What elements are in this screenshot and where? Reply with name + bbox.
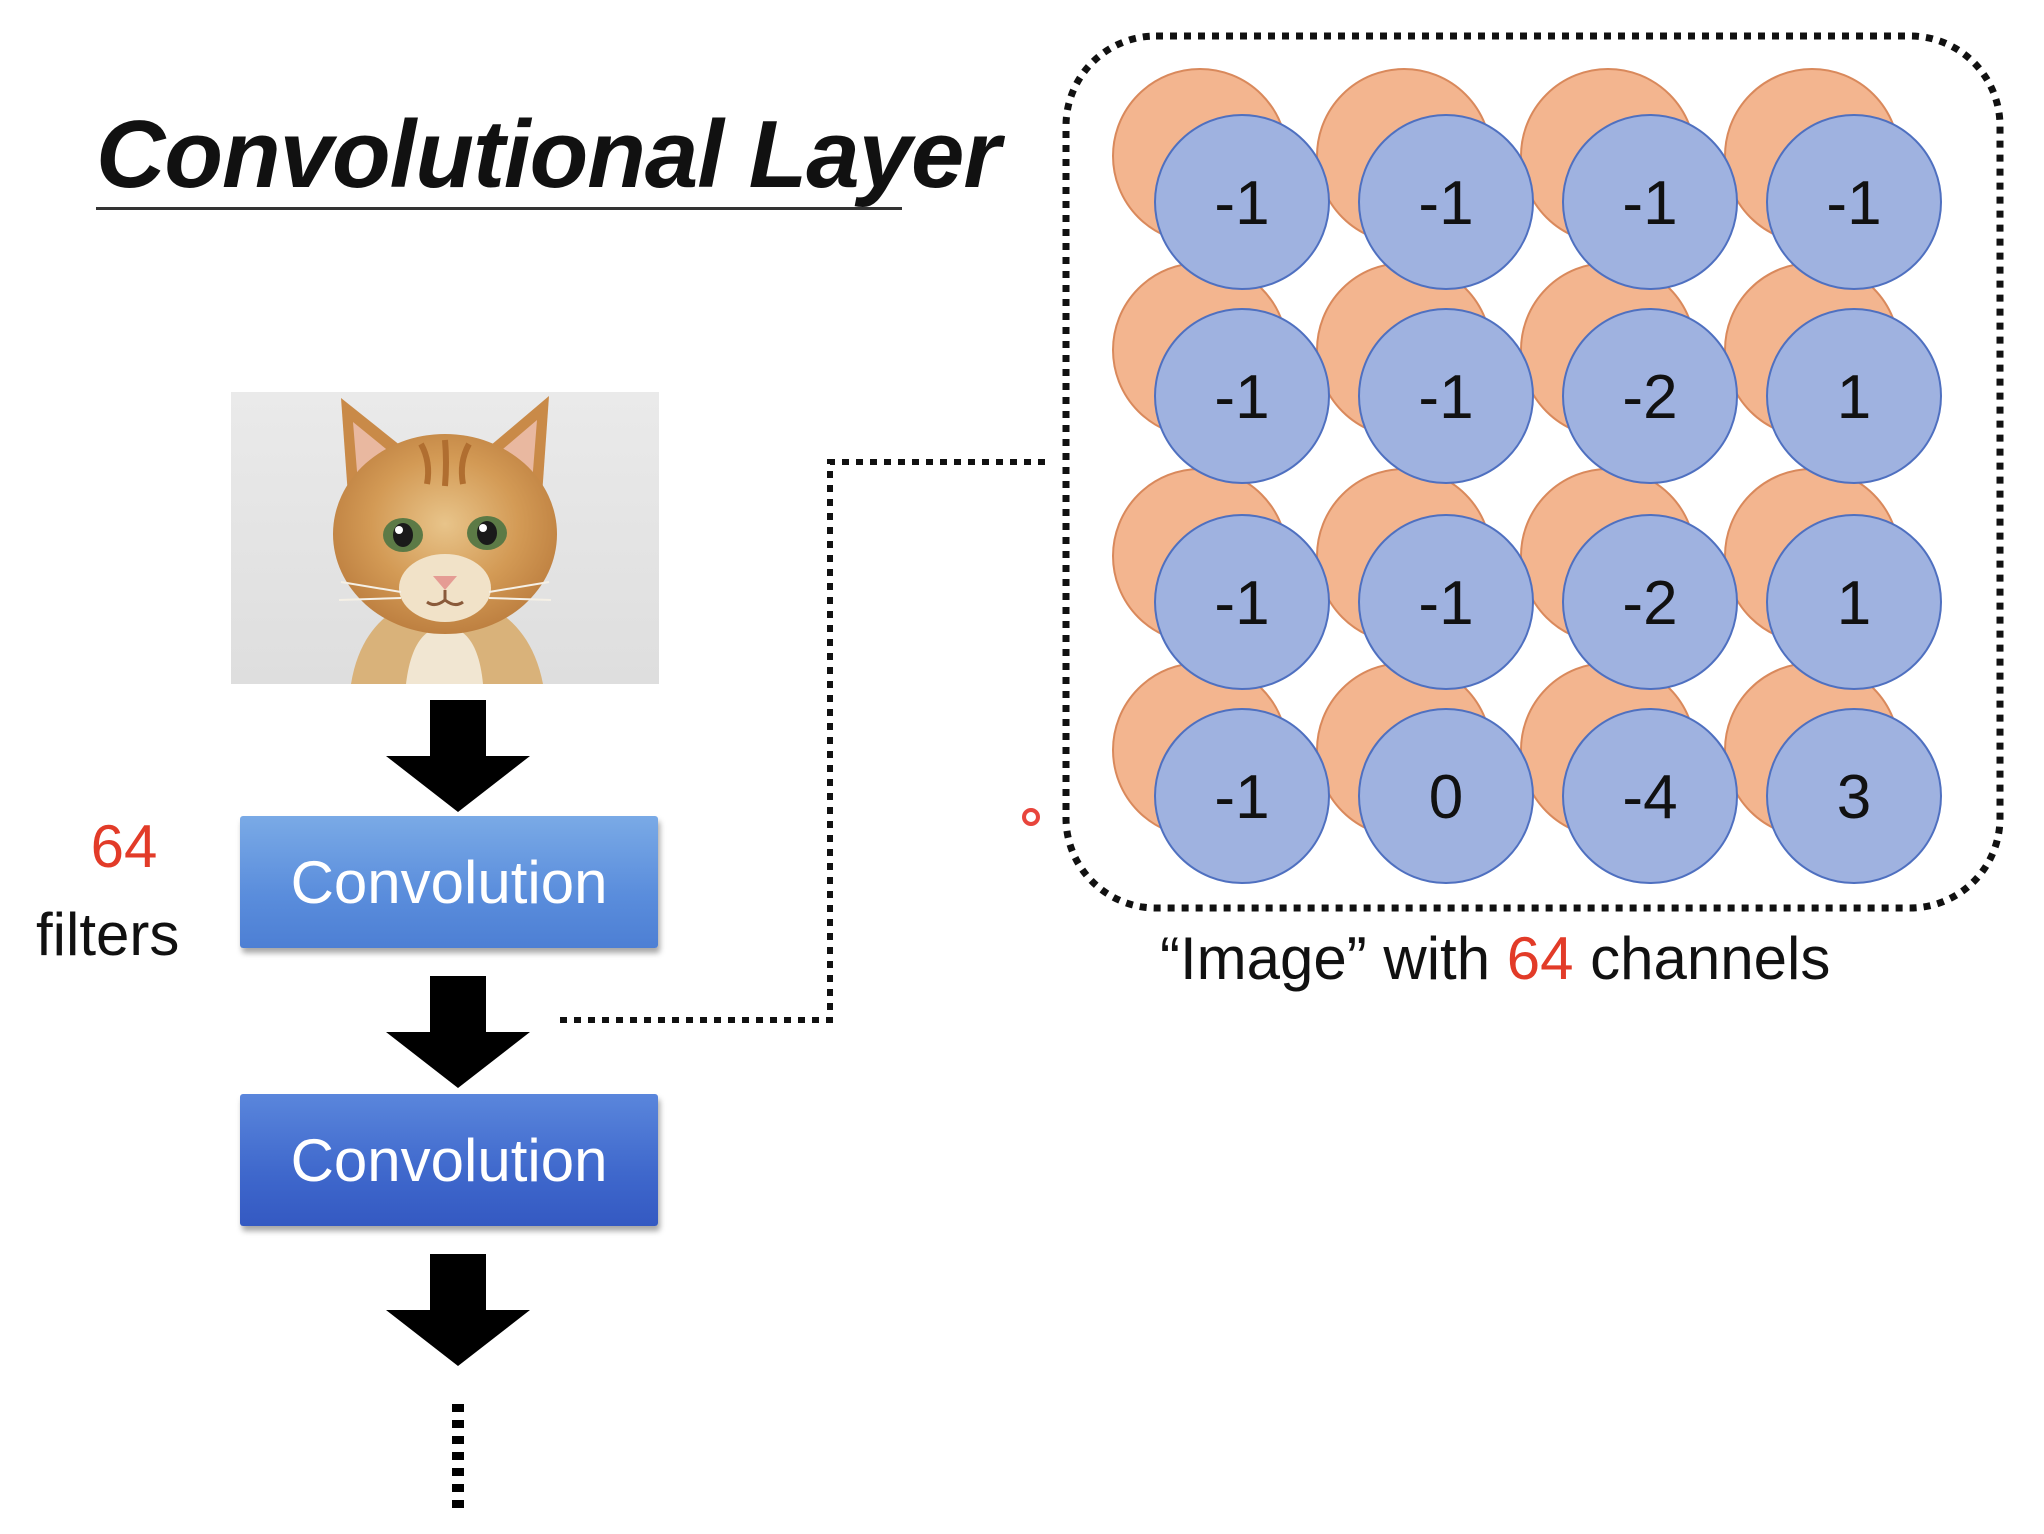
down-arrow-icon <box>386 1254 530 1366</box>
channel-value: -1 <box>1214 363 1269 432</box>
channel-value: -1 <box>1418 569 1473 638</box>
channel-value: 3 <box>1837 763 1871 832</box>
channel-value: -2 <box>1622 363 1677 432</box>
channel-circle <box>1766 308 1942 484</box>
channel-circle <box>1562 308 1738 484</box>
channel-circle <box>1358 708 1534 884</box>
channel-value: -1 <box>1826 169 1881 238</box>
channel-value: -1 <box>1214 569 1269 638</box>
channel-circle <box>1562 514 1738 690</box>
channel-value: 1 <box>1837 569 1871 638</box>
filters-label: filters <box>36 901 180 968</box>
channel-value: 1 <box>1837 363 1871 432</box>
laser-pointer-icon <box>1022 808 1040 826</box>
channel-circle <box>1358 114 1534 290</box>
channel-circle <box>1154 308 1330 484</box>
title-underline <box>96 207 902 210</box>
convolution-block-1: Convolution <box>240 816 658 948</box>
caption-suffix: channels <box>1573 925 1831 992</box>
channel-value: -1 <box>1622 169 1677 238</box>
channel-circle <box>1358 514 1534 690</box>
channel-circle <box>1154 114 1330 290</box>
channel-circle <box>1766 514 1942 690</box>
channel-circle <box>1562 114 1738 290</box>
caption-prefix: “Image” with <box>1160 925 1507 992</box>
continuation-dots <box>452 1404 464 1516</box>
cat-photo <box>231 392 659 684</box>
down-arrow-icon <box>386 976 530 1088</box>
channel-circle <box>1562 708 1738 884</box>
channel-value: 0 <box>1429 763 1463 832</box>
channel-value: -1 <box>1214 763 1269 832</box>
channel-value: -1 <box>1418 169 1473 238</box>
channel-circle <box>1766 114 1942 290</box>
channel-circle <box>1358 308 1534 484</box>
channel-circle <box>1154 708 1330 884</box>
caption-highlight: 64 <box>1506 925 1574 992</box>
channel-value: -1 <box>1214 169 1269 238</box>
channel-caption: “Image” with 64 channels <box>1160 924 1830 993</box>
channel-circle <box>1766 708 1942 884</box>
page-title: Convolutional Layer <box>96 101 1001 208</box>
channel-grid-border <box>1062 32 2004 912</box>
channel-value: -2 <box>1622 569 1677 638</box>
convolution-block-2: Convolution <box>240 1094 658 1226</box>
filter-count: 64 <box>90 813 158 880</box>
channel-value: -4 <box>1622 763 1677 832</box>
down-arrow-icon <box>386 700 530 812</box>
channel-circle <box>1154 514 1330 690</box>
channel-value: -1 <box>1418 363 1473 432</box>
